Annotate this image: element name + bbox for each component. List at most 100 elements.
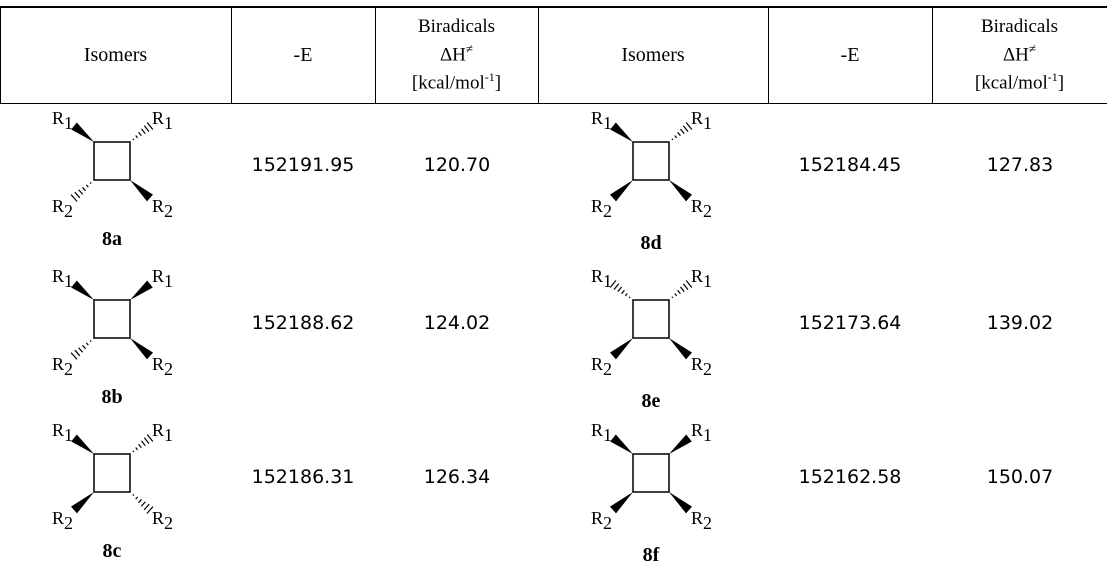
hash-bond <box>143 125 150 132</box>
hash-bond <box>628 296 631 299</box>
header-text: Biradicals <box>417 15 496 37</box>
wedge-bond <box>669 492 693 514</box>
enthalpy-value: 127.83 <box>986 154 1054 176</box>
header-energy: -E <box>231 7 375 103</box>
hash-bond <box>609 280 617 288</box>
hash-bond <box>74 349 81 357</box>
hash-bond <box>685 280 693 288</box>
substituent-label: R1 <box>691 266 712 291</box>
hash-bond <box>679 286 685 293</box>
hash-bond <box>132 450 135 453</box>
substituent-label: R1 <box>591 266 612 291</box>
hash-bond <box>135 447 139 451</box>
header-delta-h: ΔH≠ <box>439 40 474 65</box>
energy-value: 152173.64 <box>798 312 902 334</box>
header-unit: [kcal/mol-1] <box>974 70 1065 94</box>
hash-bond <box>89 340 92 342</box>
hash-bond <box>146 122 154 130</box>
substituent-label: R2 <box>152 196 173 221</box>
hash-bond <box>138 131 142 137</box>
hash-bond <box>132 494 135 496</box>
wedge-bond <box>71 280 94 300</box>
hash-bond <box>146 434 154 442</box>
hash-bond <box>78 189 84 195</box>
substituent-label: R2 <box>52 196 73 221</box>
enthalpy-value: 150.07 <box>986 466 1054 488</box>
substituent-label: R1 <box>691 420 712 445</box>
wedge-bond <box>669 338 693 360</box>
energy-value: 152191.95 <box>251 154 355 176</box>
enthalpy-value: 126.34 <box>423 466 491 488</box>
hash-bond <box>143 503 150 511</box>
isomer-label: 8d <box>640 232 662 254</box>
substituent-label: R2 <box>691 508 712 533</box>
cyclobutane-ring <box>93 299 131 339</box>
enthalpy-value: 139.02 <box>986 312 1054 334</box>
substituent-label: R1 <box>691 108 712 133</box>
header-text: Biradicals <box>980 15 1059 37</box>
hash-bond <box>685 122 693 130</box>
substituent-label: R2 <box>52 508 73 533</box>
substituent-label: R2 <box>152 354 173 379</box>
header-biradicals: Biradicals ΔH≠ [kcal/mol-1] <box>932 7 1107 103</box>
hash-bond <box>135 496 139 500</box>
wedge-bond <box>609 180 633 202</box>
header-text: -E <box>293 44 313 66</box>
hash-bond <box>74 191 81 199</box>
wedge-bond <box>610 434 633 454</box>
hash-bond <box>138 498 142 504</box>
hash-bond <box>613 283 620 290</box>
cyclobutane-ring <box>632 141 670 181</box>
isomer-label: 8f <box>642 544 660 566</box>
wedge-bond <box>130 180 154 202</box>
energy-value: 152162.58 <box>798 466 902 488</box>
hash-bond <box>671 296 674 299</box>
hash-bond <box>132 138 135 141</box>
hash-bond <box>677 131 681 137</box>
wedge-bond <box>669 434 692 454</box>
column-divider <box>231 7 232 103</box>
header-biradicals: Biradicals ΔH≠ [kcal/mol-1] <box>375 7 538 103</box>
hash-bond <box>135 135 139 139</box>
isomer-label: 8a <box>102 228 122 250</box>
hash-bond <box>682 283 689 290</box>
header-text: Isomers <box>621 44 685 66</box>
hash-bond <box>146 506 154 514</box>
substituent-label: R2 <box>152 508 173 533</box>
hash-bond <box>624 293 628 297</box>
substituent-label: R2 <box>591 196 612 221</box>
header-energy: -E <box>768 7 932 103</box>
wedge-bond <box>71 122 94 142</box>
hash-bond <box>78 347 84 353</box>
substituent-label: R1 <box>52 108 73 133</box>
table-top-rule <box>0 6 1107 8</box>
column-divider <box>0 7 1 103</box>
wedge-bond <box>71 434 94 454</box>
isomer-label: 8e <box>641 390 661 412</box>
hash-bond <box>671 138 674 141</box>
substituent-label: R1 <box>152 266 173 291</box>
substituent-label: R2 <box>691 196 712 221</box>
enthalpy-value: 124.02 <box>423 312 491 334</box>
hash-bond <box>682 125 689 132</box>
header-text: Isomers <box>83 44 148 66</box>
header-delta-h: ΔH≠ <box>1002 40 1037 65</box>
hash-bond <box>82 344 86 350</box>
column-divider <box>768 7 769 103</box>
hash-bond <box>674 135 678 139</box>
wedge-bond <box>609 492 633 514</box>
wedge-bond <box>70 492 94 514</box>
column-divider <box>932 7 933 103</box>
cyclobutane-ring <box>632 453 670 493</box>
